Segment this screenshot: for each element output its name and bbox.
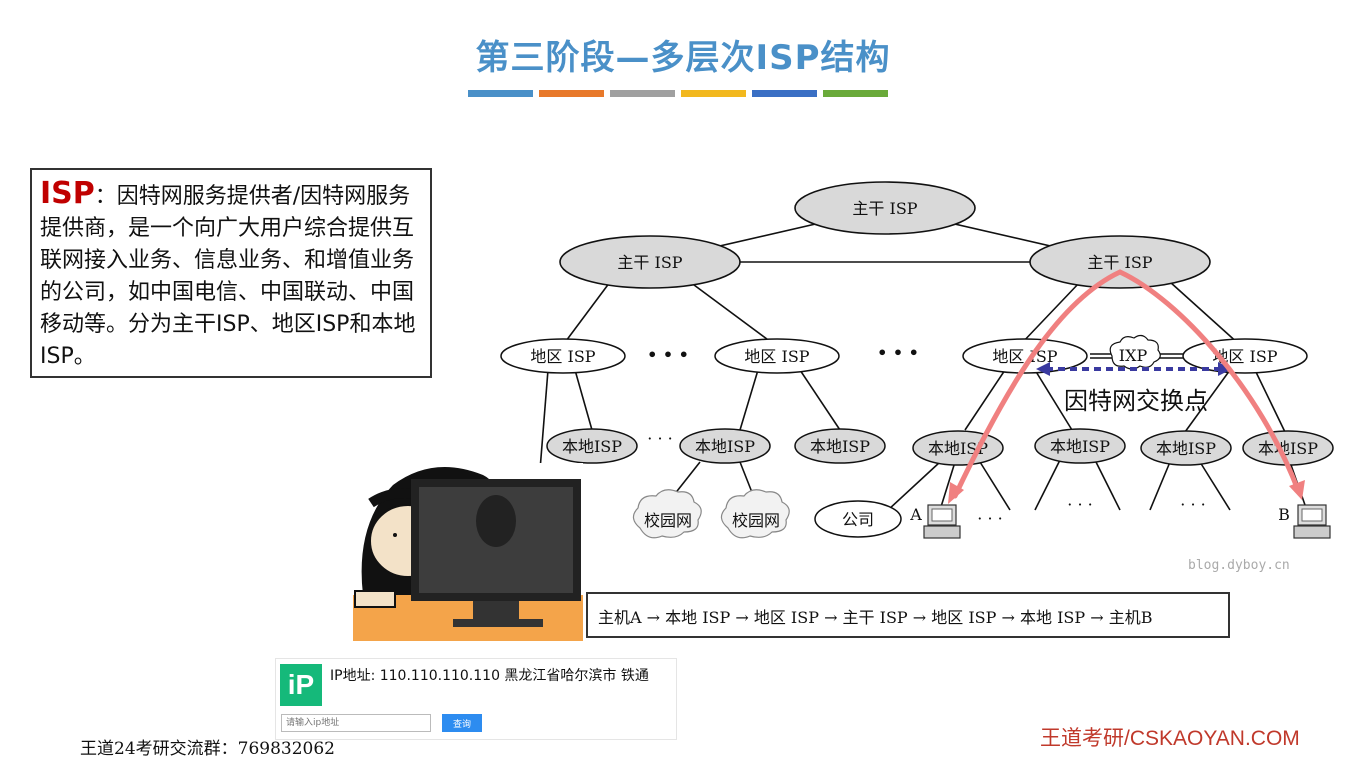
local-isp-node: 本地ISP (1035, 429, 1125, 463)
backbone-isp-node: 主干 ISP (795, 182, 975, 234)
campus-net-label: 校园网 (644, 511, 692, 530)
ixp-caption: 因特网交换点 (1064, 387, 1208, 415)
blog-watermark: blog.dyboy.cn (1188, 558, 1290, 573)
ellipsis-dots: · · · (1180, 495, 1205, 514)
host-b-label: B (1278, 505, 1290, 524)
meme-person-monitor-image (353, 463, 583, 641)
local-isp-label: 本地ISP (1050, 437, 1110, 456)
regional-isp-node: 地区 ISP (501, 339, 625, 373)
ip-query-button[interactable]: 查询 (442, 714, 482, 732)
local-isp-node: 本地ISP (1141, 431, 1231, 465)
local-isp-label: 本地ISP (1156, 439, 1216, 458)
local-isp-label: 本地ISP (1258, 439, 1318, 458)
ellipsis-dots: · · · (647, 429, 672, 448)
ellipsis-dots: • • • (877, 343, 919, 362)
local-isp-node: 本地ISP (795, 429, 885, 463)
ellipsis-dots: · · · (977, 509, 1002, 528)
ixp-node: IXP (1110, 335, 1160, 369)
backbone-isp-node: 主干 ISP (1030, 236, 1210, 288)
ip-search-input[interactable] (281, 714, 431, 732)
campus-net-label: 校园网 (732, 511, 780, 530)
brand-label: 王道考研/CSKAOYAN.COM (1040, 722, 1300, 752)
group-number-label: 王道24考研交流群：769832062 (80, 734, 335, 759)
backbone-isp-label: 主干 ISP (852, 199, 917, 218)
meme-illustration (353, 463, 583, 641)
ip-logo-icon: iP (280, 664, 322, 706)
regional-isp-label: 地区 ISP (530, 347, 595, 366)
ellipsis-dots: · · · (1067, 495, 1092, 514)
regional-isp-label: 地区 ISP (744, 347, 809, 366)
ixp-label: IXP (1119, 346, 1148, 365)
regional-isp-node: 地区 ISP (1183, 339, 1307, 373)
host-a-computer-icon (924, 505, 960, 538)
backbone-isp-label: 主干 ISP (617, 253, 682, 272)
host-b-computer-icon (1294, 505, 1330, 538)
local-isp-label: 本地ISP (562, 437, 622, 456)
regional-isp-node: 地区 ISP (715, 339, 839, 373)
backbone-isp-label: 主干 ISP (1087, 253, 1152, 272)
local-isp-node: 本地ISP (547, 429, 637, 463)
local-isp-label: 本地ISP (695, 437, 755, 456)
company-label: 公司 (842, 510, 874, 529)
local-isp-label: 本地ISP (810, 437, 870, 456)
route-path-text: 主机A → 本地 ISP → 地区 ISP → 主干 ISP → 地区 ISP … (598, 604, 1152, 628)
local-isp-node: 本地ISP (680, 429, 770, 463)
host-a-label: A (909, 505, 922, 524)
ip-info-text: IP地址: 110.110.110.110 黑龙江省哈尔滨市 铁通 (330, 668, 670, 685)
backbone-isp-node: 主干 ISP (560, 236, 740, 288)
ellipsis-dots: • • • (647, 345, 689, 364)
local-isp-node: 本地ISP (913, 431, 1003, 465)
company-node: 公司 (815, 501, 901, 537)
campus-net-node: 校园网 (721, 490, 789, 538)
campus-net-node: 校园网 (633, 490, 701, 538)
